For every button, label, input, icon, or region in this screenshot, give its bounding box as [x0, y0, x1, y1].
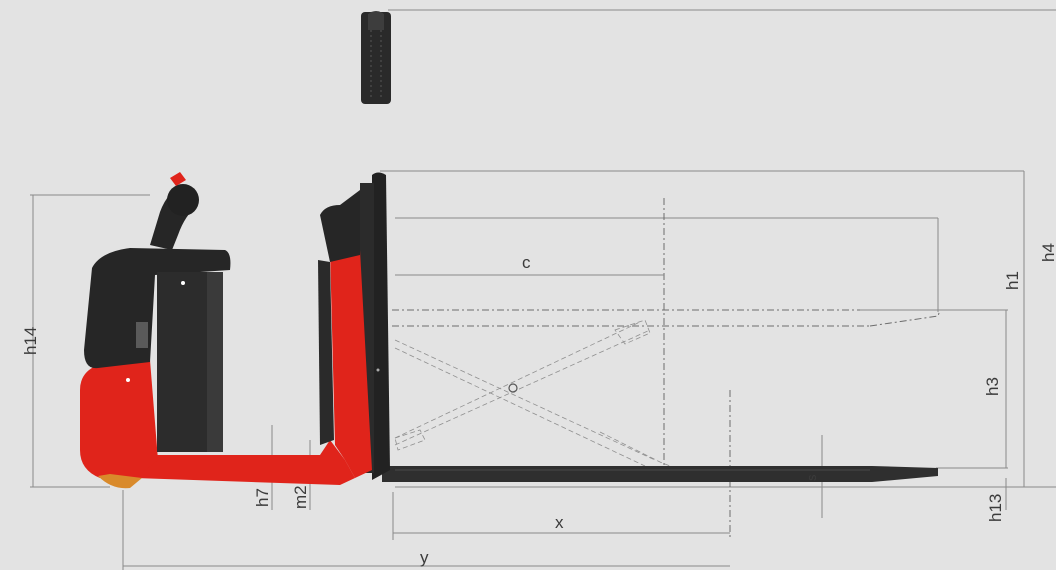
label-h14: h14	[21, 327, 40, 355]
label-h1: h1	[1003, 271, 1022, 290]
label-h3: h3	[983, 377, 1002, 396]
fork	[382, 466, 938, 482]
label-y: y	[420, 548, 429, 567]
label-h4: h4	[1039, 243, 1056, 262]
label-h7: h7	[253, 488, 272, 507]
label-s: s	[804, 474, 819, 481]
label-m2: m2	[291, 485, 310, 509]
label-x: x	[555, 513, 564, 532]
scissor-lift-icon	[394, 319, 676, 469]
truck-side-view-icon	[80, 172, 380, 489]
label-h13: h13	[986, 494, 1005, 522]
handle-top-view-icon	[361, 11, 391, 104]
label-c: c	[522, 253, 531, 272]
raised-fork-tip	[869, 309, 941, 327]
